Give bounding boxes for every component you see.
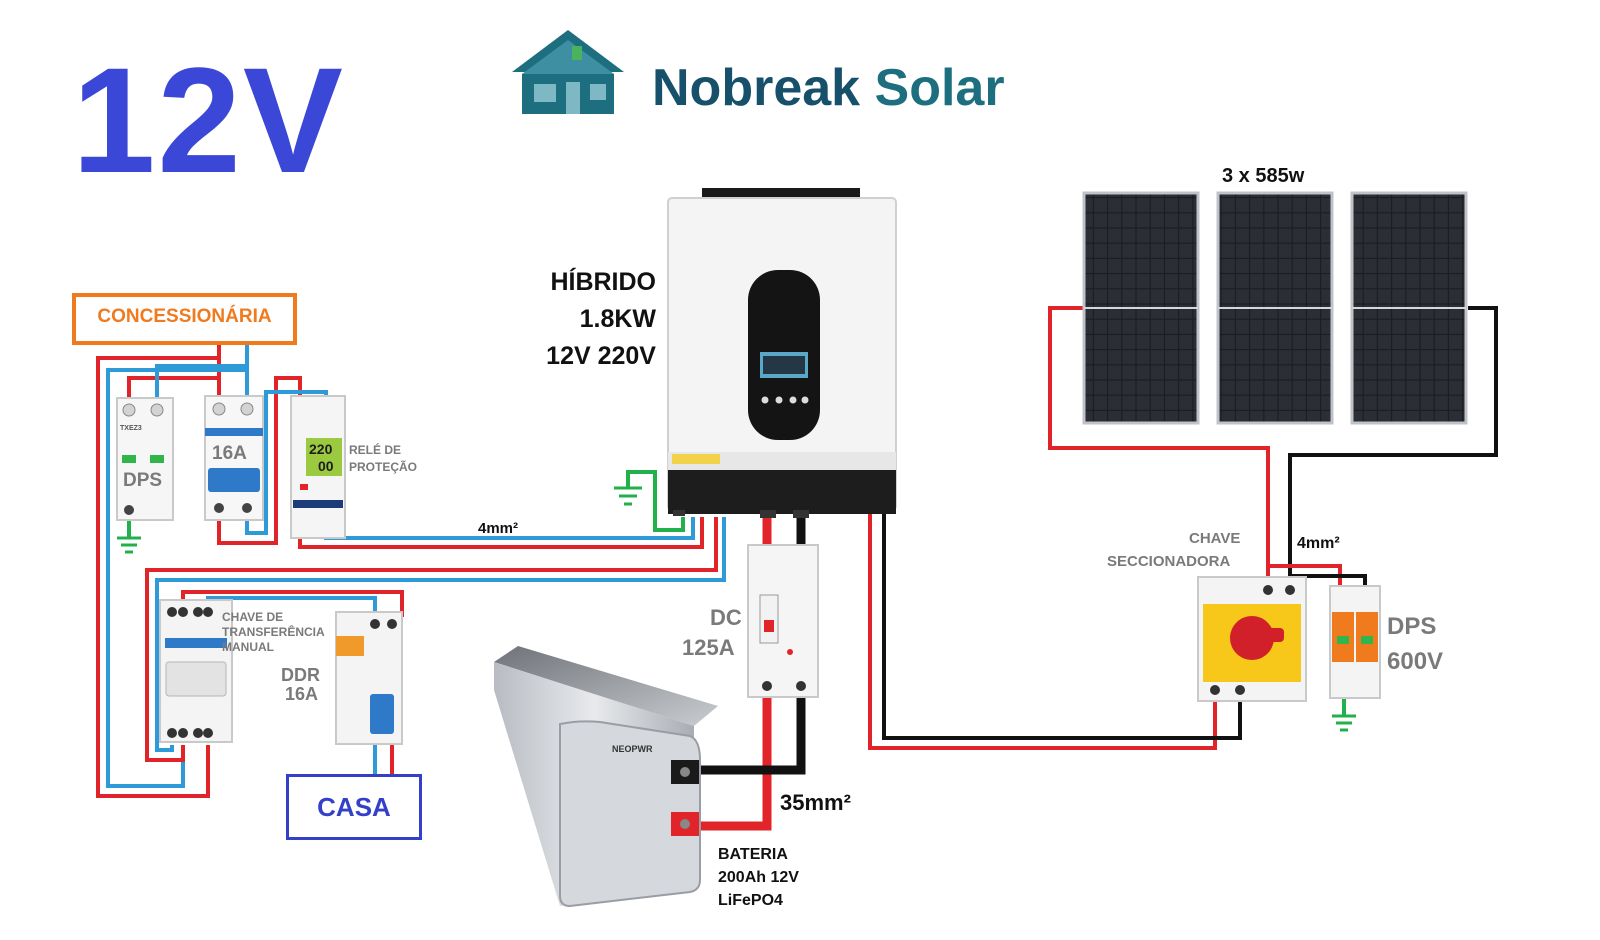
transfer-label-1: CHAVE DE <box>222 610 284 624</box>
breaker-to-battery-neg <box>695 688 806 775</box>
panels-label: 3 x 585w <box>1222 165 1305 187</box>
ground-icon <box>117 536 141 554</box>
dps-neutral-tap <box>155 364 247 404</box>
pv-disconnect-switch <box>1197 576 1307 702</box>
pv-surge-protector <box>1329 585 1381 699</box>
house-box <box>286 774 422 840</box>
protection-relay <box>290 395 346 539</box>
pv-switch-label-1: CHAVE <box>1189 530 1241 547</box>
dps-phase-tap <box>127 376 219 404</box>
dc-breaker-label-1: DC <box>710 605 742 630</box>
lifepo4-battery <box>494 646 718 908</box>
breaker-to-relay-phase <box>217 376 302 545</box>
pv-switch-label-2: SECCIONADORA <box>1107 553 1231 570</box>
solar-panel-array <box>1082 191 1468 425</box>
switch-to-dps-pos <box>1268 564 1342 590</box>
battery-wire-gauge-label: 35mm² <box>780 790 851 815</box>
switch-to-inverter-neg <box>882 512 1242 740</box>
pv-wiring <box>868 306 1498 750</box>
inverter-out-neutral <box>155 517 726 752</box>
rcd-label-1: DDR <box>281 665 320 685</box>
relay-display-bottom: 00 <box>318 458 334 474</box>
rcd-label-2: 16A <box>285 684 319 704</box>
pv-dps-label-2: 600V <box>1387 648 1444 675</box>
feed-to-transfer-phase <box>96 356 219 798</box>
ground-icon <box>1332 714 1356 732</box>
relay-to-inverter-phase <box>298 517 704 549</box>
inverter-ground-wire <box>626 470 685 532</box>
brand-word-2: Solar <box>874 59 1005 117</box>
utility-box <box>72 293 297 345</box>
solar-panel-icon <box>1082 191 1200 425</box>
battery-label-3: LiFePO4 <box>718 892 783 909</box>
utility-label: CONCESSIONÁRIA <box>97 306 272 327</box>
inverter-power-label: 1.8KW <box>579 305 656 333</box>
pv-wire-gauge-label: 4mm² <box>1297 535 1340 552</box>
pv-negative-string <box>1288 306 1498 583</box>
transfer-label-2: TRANSFERÊNCIA <box>222 625 325 639</box>
manual-transfer-switch <box>159 599 233 743</box>
breaker-to-relay-neutral <box>245 390 328 535</box>
voltage-title: 12V <box>72 36 345 204</box>
ground-icon <box>614 486 642 506</box>
battery-label-2: 200Ah 12V <box>718 869 799 886</box>
inverter-out-phase <box>145 517 718 762</box>
relay-label-2: PROTEÇÃO <box>349 460 418 474</box>
dc-breaker-label-2: 125A <box>682 635 735 660</box>
breaker-ac-label: 16A <box>212 443 247 464</box>
switch-to-inverter-pos <box>868 512 1217 750</box>
brand-logo: Nobreak Solar <box>652 58 1005 118</box>
transfer-label-3: MANUAL <box>222 640 274 654</box>
inverter-type-label: HÍBRIDO <box>550 268 656 296</box>
residual-current-device <box>335 611 403 745</box>
pv-dps-label-1: DPS <box>1387 613 1437 640</box>
battery-brand: NEOPWR <box>612 744 653 754</box>
solar-panel-icon <box>1350 191 1468 425</box>
dc-breaker <box>747 544 819 698</box>
relay-label-1: RELÉ DE <box>349 443 402 457</box>
house-label: CASA <box>317 792 391 822</box>
ac-surge-protector <box>116 397 174 521</box>
battery-label-1: BATERIA <box>718 846 788 863</box>
feed-to-transfer-neutral <box>106 368 247 788</box>
ac-breaker <box>204 395 264 521</box>
inverter-voltage-label: 12V 220V <box>546 342 656 370</box>
ground-wiring <box>127 470 685 538</box>
breaker-to-battery-pos <box>695 688 772 831</box>
dps-module-text: TXEZ3 <box>120 425 142 432</box>
hybrid-inverter <box>667 188 897 518</box>
ac-wire-gauge-label: 4mm² <box>478 520 519 537</box>
pv-positive-string <box>1048 306 1270 583</box>
house-logo-icon <box>512 30 624 114</box>
solar-panel-icon <box>1216 191 1334 425</box>
relay-display-top: 220 <box>309 441 333 457</box>
dps-ac-label: DPS <box>123 470 163 491</box>
brand-word-1: Nobreak <box>652 59 861 117</box>
